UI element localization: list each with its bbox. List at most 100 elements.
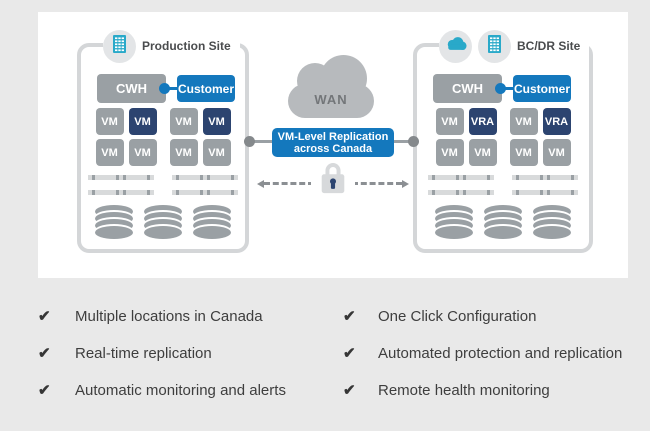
replication-banner-line1: VM-Level Replication: [277, 131, 389, 143]
feature-item: ✔ Automated protection and replication: [343, 342, 648, 364]
server-rack-group: [85, 172, 157, 198]
server-icon: [85, 172, 157, 183]
link-endpoint-dot-left: [244, 136, 255, 147]
server-icon: [425, 172, 497, 183]
arrowhead-left-icon: [257, 180, 264, 188]
check-icon: ✔: [343, 308, 356, 325]
server-racks: [417, 172, 589, 198]
feature-item: ✔ Remote health monitoring: [343, 379, 648, 401]
features-section: ✔ Multiple locations in Canada ✔ Real-time …: [38, 305, 648, 401]
building-icon-circle: [478, 29, 511, 63]
server-rack-group: [509, 172, 581, 198]
production-site-header: Production Site: [103, 28, 240, 64]
feature-text: Remote health monitoring: [378, 381, 550, 399]
feature-text: Automatic monitoring and alerts: [75, 381, 286, 399]
vm-chip: VM: [95, 108, 124, 135]
wan-cloud-icon: WAN: [288, 55, 374, 118]
feature-text: Real-time replication: [75, 344, 212, 362]
vm-chip: VM: [128, 139, 157, 166]
feature-text: Multiple locations in Canada: [75, 307, 263, 325]
arrowhead-right-icon: [402, 180, 409, 188]
server-icon: [169, 187, 241, 198]
database-icon: [435, 205, 473, 239]
feature-text: Automated protection and replication: [378, 344, 623, 362]
storage-row: [417, 205, 589, 239]
server-icon: [509, 187, 581, 198]
database-icon: [144, 205, 182, 239]
vm-chip: VM: [468, 139, 497, 166]
check-icon: ✔: [343, 345, 356, 362]
vm-chip: VM: [435, 139, 464, 166]
customer-box: Customer: [513, 75, 571, 102]
vm-chip: VM: [509, 139, 538, 166]
feature-text: One Click Configuration: [378, 307, 537, 325]
vm-chip: VM: [509, 108, 538, 135]
features-left-column: ✔ Multiple locations in Canada ✔ Real-time …: [38, 305, 343, 401]
replication-link-line-right: [393, 140, 415, 143]
vm-chip: VM: [202, 139, 231, 166]
vm-chip: VM: [95, 139, 124, 166]
vm-chip: VM: [202, 108, 231, 135]
database-icon: [533, 205, 571, 239]
check-icon: ✔: [38, 345, 51, 362]
cloud-icon: [445, 36, 467, 56]
server-icon: [425, 187, 497, 198]
wan-label: WAN: [314, 92, 348, 107]
cwh-box: CWH: [97, 74, 166, 103]
cloud-icon-circle: [439, 29, 472, 63]
feature-item: ✔ One Click Configuration: [343, 305, 648, 327]
lock-icon: [311, 160, 355, 200]
vm-chip: VM: [169, 108, 198, 135]
building-icon-circle: [103, 29, 136, 63]
database-icon: [484, 205, 522, 239]
customer-box: Customer: [177, 75, 235, 102]
vm-chip: VM: [435, 108, 464, 135]
storage-row: [81, 205, 245, 239]
production-site-title: Production Site: [142, 39, 231, 53]
replication-link-line-left: [247, 140, 273, 143]
bcdr-site-title: BC/DR Site: [517, 39, 581, 53]
check-icon: ✔: [38, 308, 51, 325]
replication-banner-line2: across Canada: [293, 143, 373, 155]
link-endpoint-dot-right: [408, 136, 419, 147]
vm-chip: VM: [169, 139, 198, 166]
database-icon: [95, 205, 133, 239]
server-icon: [509, 172, 581, 183]
check-icon: ✔: [343, 382, 356, 399]
bcdr-site-header: BC/DR Site: [439, 28, 590, 64]
vra-chip: VRA: [468, 108, 497, 135]
server-rack-group: [425, 172, 497, 198]
feature-item: ✔ Multiple locations in Canada: [38, 305, 343, 327]
building-icon: [113, 34, 126, 58]
cwh-connector-dot: [495, 83, 506, 94]
server-icon: [85, 187, 157, 198]
features-right-column: ✔ One Click Configuration ✔ Automated prote…: [343, 305, 648, 401]
server-rack-group: [169, 172, 241, 198]
check-icon: ✔: [38, 382, 51, 399]
replication-banner: VM-Level Replication across Canada: [272, 128, 394, 157]
building-icon: [488, 34, 501, 58]
cwh-connector-dot: [159, 83, 170, 94]
database-icon: [193, 205, 231, 239]
vm-chip: VM: [128, 108, 157, 135]
vra-chip: VRA: [542, 108, 571, 135]
cwh-customer-connector: [499, 87, 517, 90]
vm-chip: VM: [542, 139, 571, 166]
feature-item: ✔ Real-time replication: [38, 342, 343, 364]
feature-item: ✔ Automatic monitoring and alerts: [38, 379, 343, 401]
cwh-box: CWH: [433, 74, 502, 103]
